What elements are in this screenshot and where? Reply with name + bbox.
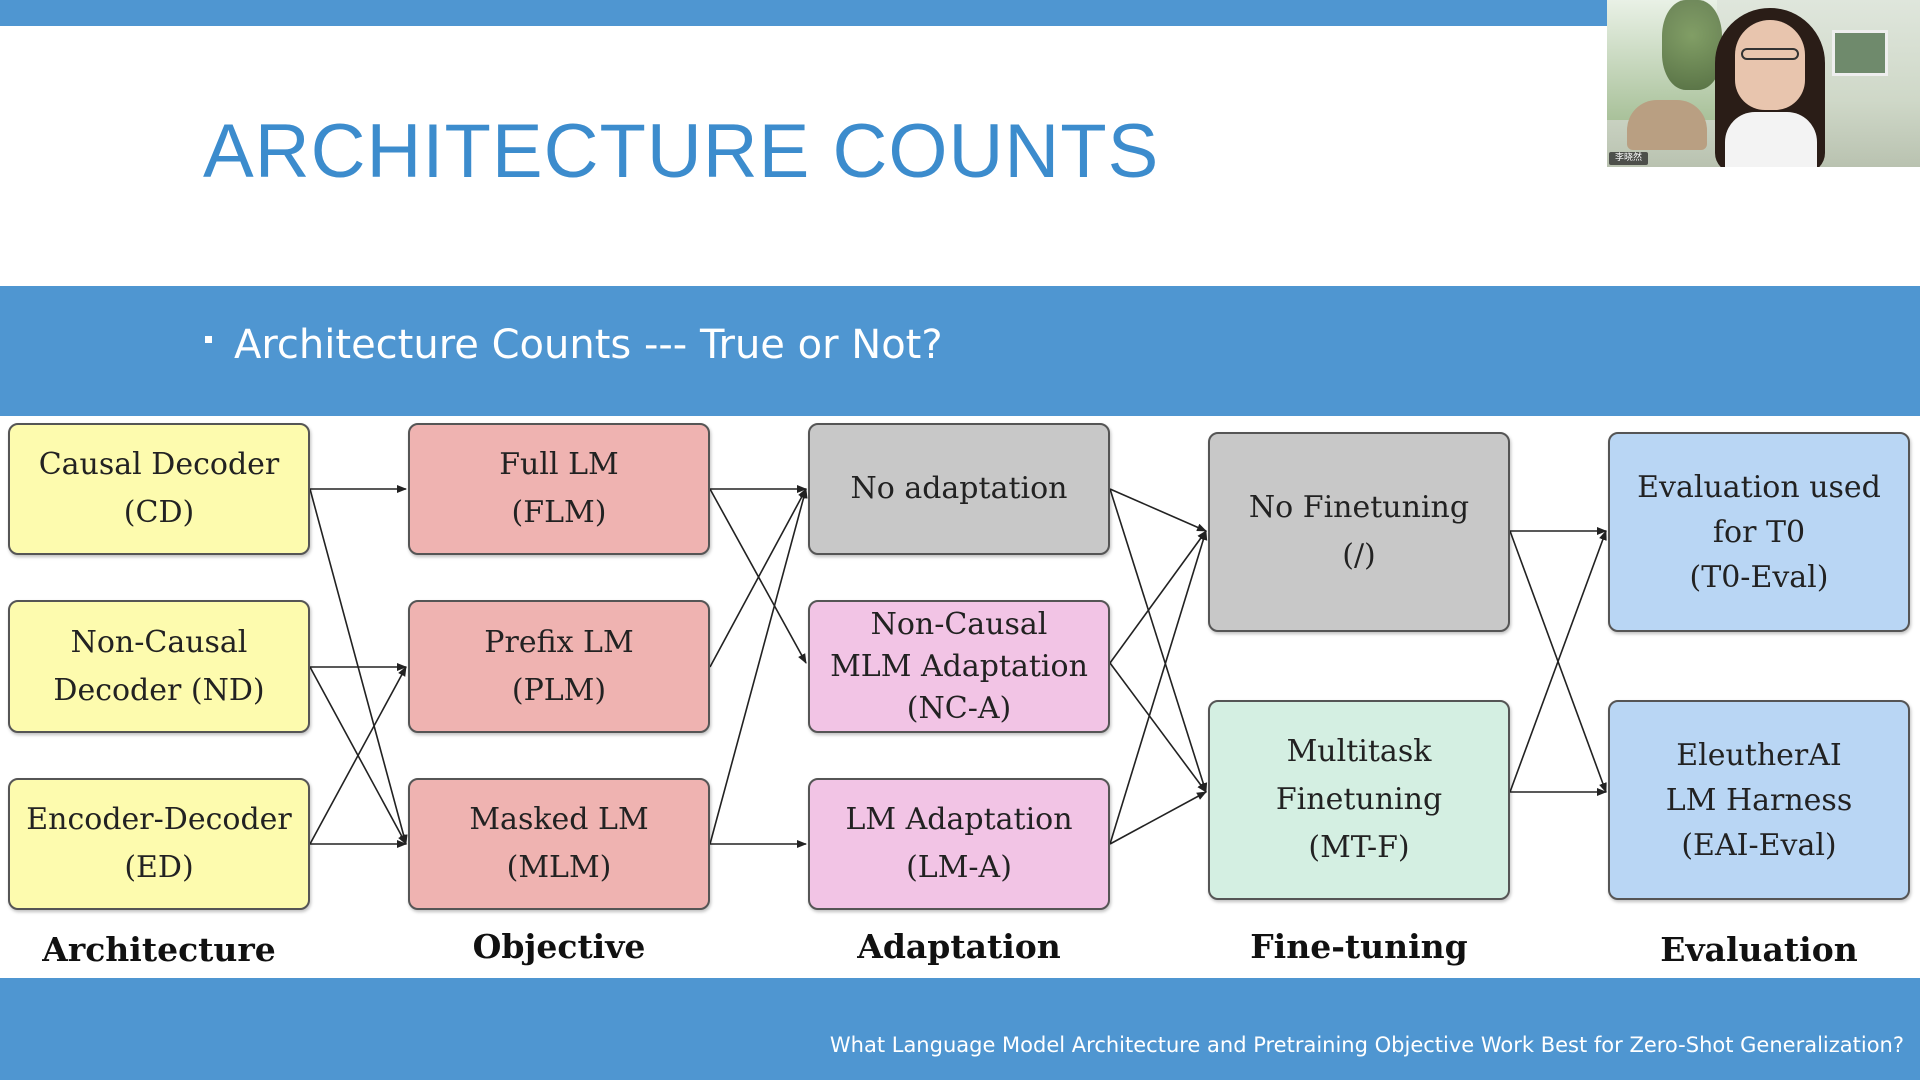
- arrow-noadapt-noft: [1109, 488, 1207, 532]
- top-accent-bar: [0, 0, 1920, 26]
- arrow-noadapt-mtf: [1109, 488, 1208, 793]
- webcam-speaker-body: [1725, 112, 1817, 167]
- column-label-evaluation: Evaluation: [1660, 930, 1858, 969]
- paper-citation: What Language Model Architecture and Pre…: [829, 1033, 1904, 1057]
- bullet-dot-icon: [205, 335, 212, 343]
- arrow-flm-nca: [709, 488, 807, 664]
- node-multitask-finetuning: Multitask Finetuning (MT-F): [1208, 700, 1510, 900]
- column-label-architecture: Architecture: [42, 930, 276, 969]
- bullet-point: Architecture Counts --- True or Not?: [205, 322, 943, 368]
- node-encoder-decoder: Encoder-Decoder (ED): [8, 778, 310, 910]
- node-no-adaptation: No adaptation: [808, 423, 1110, 555]
- webcam-background-plant: [1662, 0, 1722, 90]
- slide-title: ARCHITECTURE COUNTS: [203, 109, 1160, 194]
- arrow-nca-noft: [1109, 530, 1207, 664]
- node-no-finetuning: No Finetuning (/): [1208, 432, 1510, 632]
- bullet-text: Architecture Counts --- True or Not?: [234, 322, 943, 368]
- arrow-mtf-t0: [1509, 530, 1607, 793]
- arrow-plm-noadapt: [709, 488, 807, 668]
- bottom-accent-bar: [0, 978, 1920, 1080]
- arrow-mlm-noadapt: [709, 488, 808, 845]
- webcam-speaker-face: [1735, 20, 1805, 110]
- node-prefix-lm: Prefix LM (PLM): [408, 600, 710, 733]
- arrow-ed-plm: [309, 666, 407, 845]
- node-causal-decoder: Causal Decoder (CD): [8, 423, 310, 555]
- column-label-fine-tuning: Fine-tuning: [1250, 927, 1468, 966]
- webcam-background-chair: [1627, 100, 1707, 150]
- node-masked-lm: Masked LM (MLM): [408, 778, 710, 910]
- column-label-adaptation: Adaptation: [857, 927, 1061, 966]
- bullet-band: [0, 286, 1920, 416]
- node-non-causal-mlm-adaptation: Non-Causal MLM Adaptation (NC-A): [808, 600, 1110, 733]
- node-non-causal-decoder: Non-Causal Decoder (ND): [8, 600, 310, 733]
- webcam-speaker-glasses: [1741, 48, 1799, 60]
- arrow-lma-noft: [1109, 530, 1208, 845]
- webcam-background-picture: [1832, 30, 1888, 76]
- node-full-lm: Full LM (FLM): [408, 423, 710, 555]
- column-label-objective: Objective: [472, 927, 646, 966]
- webcam-video-thumbnail[interactable]: 李晓然: [1607, 0, 1920, 167]
- webcam-name-tag: 李晓然: [1609, 152, 1649, 165]
- node-t0-eval: Evaluation used for T0 (T0-Eval): [1608, 432, 1910, 632]
- node-lm-adaptation: LM Adaptation (LM-A): [808, 778, 1110, 910]
- arrow-lma-mtf: [1109, 791, 1207, 845]
- node-eai-eval: EleutherAI LM Harness (EAI-Eval): [1608, 700, 1910, 900]
- arrow-nca-mtf: [1109, 662, 1207, 793]
